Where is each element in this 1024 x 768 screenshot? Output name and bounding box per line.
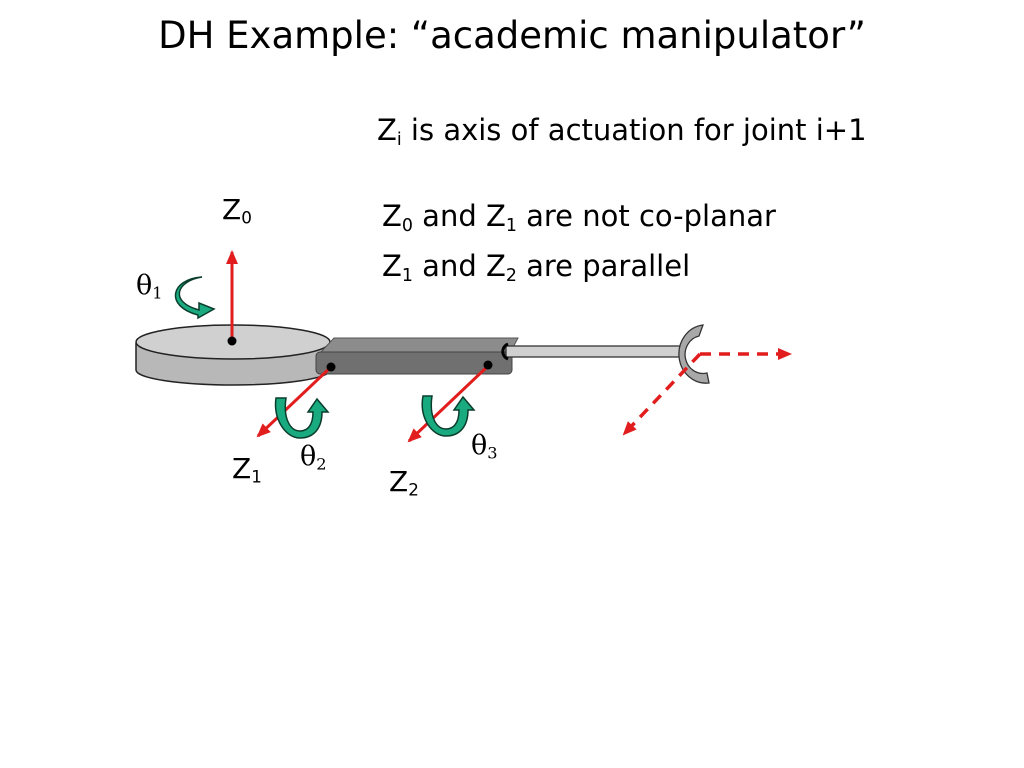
theta2-label: θ2: [300, 441, 327, 474]
page-title: DH Example: “academic manipulator”: [158, 14, 866, 57]
theta3-rotation-arrow: [421, 395, 476, 437]
note-z1-z2-parallel: Z1 and Z2 are parallel: [382, 249, 691, 286]
link-1: [315, 337, 519, 375]
z0-label: Z0: [222, 193, 252, 228]
z2-axis-arrow: [407, 360, 493, 443]
note-axis-definition: Zi is axis of actuation for joint i+1: [377, 113, 867, 150]
z2-label: Z2: [389, 465, 419, 500]
theta3-label: θ3: [471, 430, 498, 463]
theta1-rotation-arrow: [174, 276, 216, 320]
z1-label: Z1: [232, 452, 262, 487]
note-z0-z1-not-coplanar: Z0 and Z1 are not co-planar: [382, 199, 776, 236]
theta2-rotation-arrow: [274, 397, 330, 439]
z0-axis-arrow: [226, 250, 238, 346]
theta1-label: θ1: [136, 270, 163, 303]
z1-axis-arrow: [256, 362, 336, 438]
link-2: [501, 342, 681, 361]
